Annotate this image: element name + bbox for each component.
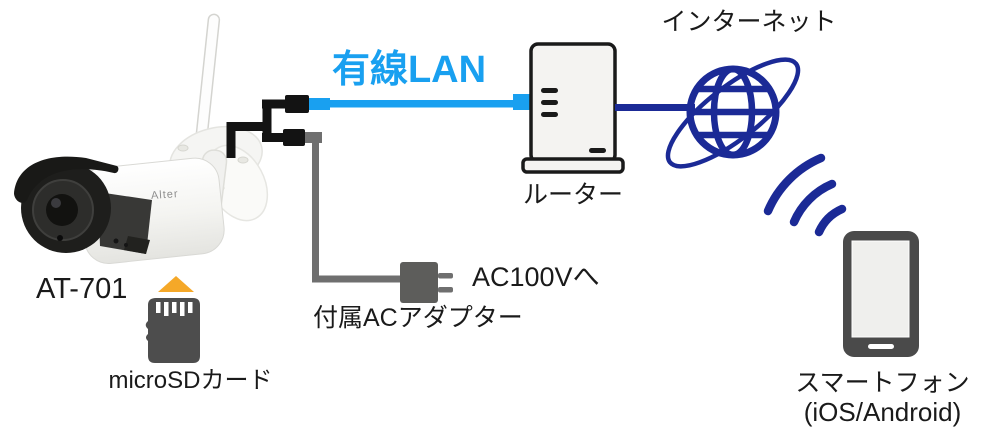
- router-led: [541, 112, 558, 117]
- lan-cable: [285, 94, 530, 113]
- wifi-signal-icon: [763, 153, 847, 237]
- power-cable: [283, 129, 453, 303]
- router-base: [521, 157, 625, 174]
- sd-pin: [188, 302, 193, 313]
- sd-pin: [180, 302, 185, 316]
- smartphone-icon: [843, 231, 919, 357]
- ac-prong-bottom: [438, 287, 453, 293]
- camera-lens-icon: [46, 194, 78, 226]
- smartphone-label: スマートフォン: [795, 369, 970, 397]
- camera-model-label: AT-701: [36, 273, 128, 305]
- wifi-arc-medium: [789, 179, 837, 227]
- wifi-arc-large: [763, 153, 826, 216]
- power-line: [312, 134, 401, 283]
- microsd-label: microSDカード: [108, 367, 273, 394]
- camera-barrel-shadow-2: [124, 236, 150, 254]
- wired-lan-label: 有線LAN: [331, 49, 487, 91]
- up-arrow-icon: [158, 276, 194, 292]
- power-plug-black: [283, 129, 305, 146]
- ac-prong-top: [438, 273, 453, 279]
- sd-pin: [156, 302, 161, 313]
- microsd-group: [145, 276, 200, 363]
- microsd-card-icon: [145, 298, 200, 363]
- sd-pin: [172, 302, 177, 313]
- ac-outlet-label: AC100Vへ: [472, 262, 600, 292]
- router-port-mark: [589, 148, 606, 153]
- phone-home-bar: [868, 344, 894, 349]
- sd-pin: [164, 302, 169, 316]
- internet-link-line: [615, 104, 695, 111]
- router-label: ルーター: [522, 181, 623, 209]
- internet-globe-icon: [665, 57, 801, 169]
- camera-screw: [113, 238, 119, 244]
- ac-adapter-label: 付属ACアダプター: [313, 304, 523, 332]
- camera-screw: [124, 243, 128, 247]
- lan-line: [328, 100, 514, 108]
- globe-orbit-ring: [665, 57, 801, 169]
- camera-cable: [226, 99, 287, 158]
- lan-plug-router: [513, 94, 530, 110]
- internet-label: インターネット: [661, 8, 837, 36]
- phone-screen: [851, 240, 910, 338]
- security-camera-icon: [14, 13, 269, 264]
- camera-ir-led: [57, 235, 63, 241]
- lan-plug-black: [285, 95, 309, 113]
- camera-brand-logo: Alter: [150, 188, 180, 202]
- router-led: [541, 88, 558, 93]
- mount-screw: [177, 144, 189, 152]
- ac-adapter-icon: [400, 262, 438, 303]
- router-led: [541, 100, 558, 105]
- wifi-arc-small: [814, 204, 847, 237]
- lens-glint: [51, 198, 61, 208]
- lan-plug-blue: [309, 98, 330, 110]
- smartphone-platforms-label: (iOS/Android): [803, 397, 962, 427]
- router-icon: [521, 42, 625, 174]
- cable-from-camera: [226, 122, 267, 158]
- camera-visor: [14, 156, 119, 203]
- mount-screw: [237, 156, 249, 164]
